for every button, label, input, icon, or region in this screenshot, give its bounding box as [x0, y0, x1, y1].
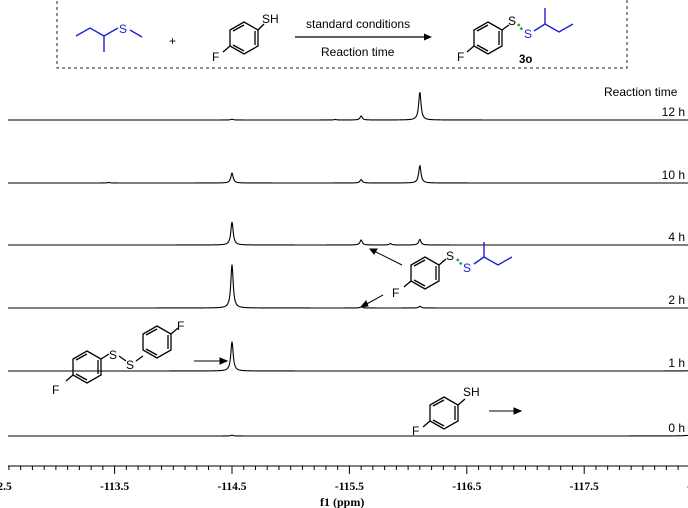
inset-disulfide-structure: S S F F [52, 319, 229, 397]
arrow-label-bottom: Reaction time [321, 45, 395, 59]
inset-product-s2: S [463, 261, 471, 275]
series-label: 4 h [668, 230, 685, 244]
series-label: 1 h [668, 356, 685, 370]
inset-disulfide-s2: S [126, 358, 134, 372]
x-axis: -111.5-112.5-113.5-114.5-115.5-116.5-117… [0, 465, 688, 493]
spectrum-trace [8, 264, 688, 309]
inset-disulfide-f1: F [52, 383, 59, 397]
sec-butyl-methyl-sulfide-structure [75, 27, 143, 52]
x-tick-label: -112.5 [0, 481, 12, 493]
series-label: 2 h [668, 293, 685, 307]
x-tick-label: -117.5 [570, 481, 599, 493]
series-label: 12 h [662, 105, 685, 119]
thiophenol-sh: SH [262, 12, 279, 26]
fluorothiophenol-structure [222, 21, 265, 55]
inset-product-f: F [392, 286, 399, 300]
legend-header: Reaction time [604, 85, 678, 99]
thiophenol-f: F [212, 50, 219, 64]
reaction-scheme: S + SH F standard conditions Reaction ti… [56, 0, 628, 69]
x-tick-label: -113.5 [100, 481, 129, 493]
nmr-spectra: 12 h 10 h 4 h 2 h 1 h 0 h [8, 92, 688, 437]
arrow-label-top: standard conditions [306, 17, 410, 31]
reaction-arrow [295, 33, 432, 41]
product-3o-structure: S S F 3o [457, 8, 574, 66]
inset-product-s1: S [446, 249, 454, 263]
x-axis-title: f1 (ppm) [320, 495, 364, 508]
product-s2: S [524, 27, 532, 41]
plus-sign: + [169, 34, 176, 48]
spectrum-trace [8, 434, 688, 437]
product-f: F [457, 50, 464, 64]
x-tick-label: -115.5 [335, 481, 364, 493]
spectrum-trace [8, 164, 688, 184]
inset-thiophenol-structure: SH F [412, 385, 523, 438]
scheme-dashed-box [56, 0, 628, 69]
sulfide-s-atom: S [119, 22, 127, 36]
spectrum-trace [8, 92, 688, 121]
x-tick-label: -114.5 [217, 481, 246, 493]
inset-thiophenol-f: F [412, 424, 419, 438]
inset-disulfide-s1: S [109, 348, 117, 362]
series-label: 10 h [662, 168, 685, 182]
inset-thiophenol-sh: SH [463, 385, 480, 399]
compound-label-3o: 3o [519, 54, 532, 66]
product-s1: S [508, 14, 516, 28]
x-tick-label: -116.5 [452, 481, 481, 493]
spectrum-trace [8, 341, 688, 372]
spectrum-trace [8, 221, 688, 246]
inset-product-structure: S S F [359, 242, 513, 308]
series-label: 0 h [668, 421, 685, 435]
inset-disulfide-f2: F [177, 319, 184, 333]
